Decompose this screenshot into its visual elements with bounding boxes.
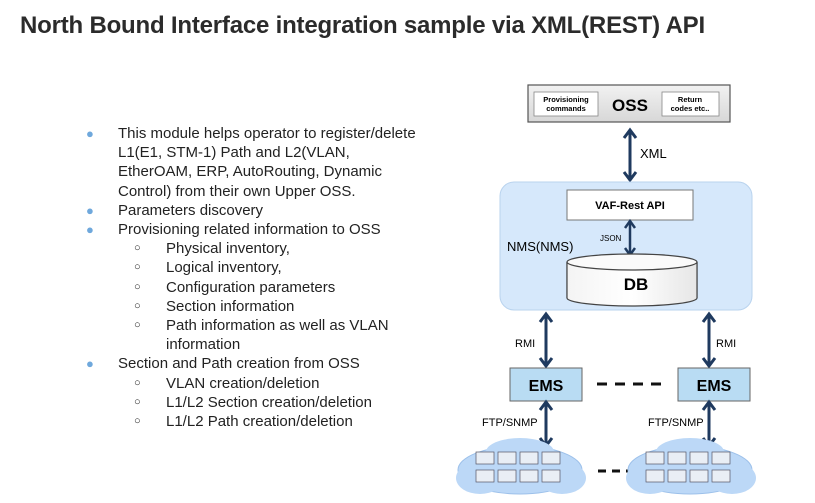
network-node-icon: [645, 451, 665, 465]
sub-bullet-item: ○ L1/L2 Path creation/deletion: [86, 412, 416, 431]
network-node-icon: [689, 451, 709, 465]
nms-label: NMS(NMS): [507, 239, 573, 254]
xml-arrow: [622, 127, 638, 183]
bullet-dot-icon: ●: [86, 356, 94, 372]
ems-box-left: [509, 367, 583, 402]
sub-bullet-ring-icon: ○: [134, 415, 141, 428]
sub-bullet-ring-icon: ○: [134, 299, 141, 312]
ftp-arrow-left: [538, 399, 554, 449]
network-node-icon: [711, 469, 731, 483]
sub-bullet-ring-icon: ○: [134, 319, 141, 332]
network-node-icon: [541, 469, 561, 483]
sub-bullet-text: Configuration parameters: [166, 278, 336, 296]
sub-bullet-ring-icon: ○: [134, 261, 141, 274]
network-nodes-right: [645, 451, 731, 483]
sub-bullet-item: ○ Configuration parameters: [86, 278, 416, 297]
rmi-arrow-left: [538, 311, 554, 369]
sub-bullet-text: Physical inventory,: [166, 240, 290, 258]
network-node-icon: [541, 451, 561, 465]
vaf-rest-api-label: VAF-Rest API: [595, 200, 665, 212]
sub-bullet-text: L1/L2 Section creation/deletion: [166, 393, 372, 411]
network-cloud-left: [456, 438, 586, 495]
network-node-icon: [711, 451, 731, 465]
db-cylinder: [566, 253, 698, 307]
bullet-dot-icon: ●: [86, 126, 94, 141]
ems-right-label: EMS: [697, 378, 732, 395]
bullet-item: ● Parameters discovery: [86, 201, 416, 220]
network-node-icon: [519, 469, 539, 483]
oss-label: OSS: [612, 96, 648, 115]
network-node-icon: [667, 469, 687, 483]
bullet-text: Section and Path creation from OSS: [118, 355, 360, 373]
bullet-text: Parameters discovery: [118, 201, 264, 219]
sub-bullet-item: ○ VLAN creation/deletion: [86, 374, 416, 393]
sub-bullet-ring-icon: ○: [134, 395, 141, 408]
sub-bullet-text: VLAN creation/deletion: [166, 374, 320, 392]
network-node-icon: [475, 469, 495, 483]
sub-bullet-item: ○ Logical inventory,: [86, 258, 416, 277]
db-label: DB: [624, 275, 649, 294]
bullet-list: ● This module helps operator to register/…: [86, 124, 416, 431]
ftp-left-label: FTP/SNMP: [482, 417, 538, 429]
sub-bullet-ring-icon: ○: [134, 376, 141, 389]
network-node-icon: [475, 451, 495, 465]
ftp-right-label: FTP/SNMP: [648, 417, 704, 429]
bullet-item: ● Provisioning related information to OSS: [86, 220, 416, 239]
sub-bullet-text: L1/L2 Path creation/deletion: [166, 413, 353, 431]
network-node-icon: [645, 469, 665, 483]
vaf-rest-api-box: [566, 189, 694, 221]
network-node-icon: [519, 451, 539, 465]
sub-bullet-item: ○ L1/L2 Section creation/deletion: [86, 393, 416, 412]
network-node-icon: [497, 451, 517, 465]
bullet-dot-icon: ●: [86, 222, 94, 238]
bullet-item: ● Section and Path creation from OSS: [86, 354, 416, 373]
network-nodes-left: [475, 451, 561, 483]
ems-box-right: [677, 367, 751, 402]
network-node-icon: [497, 469, 517, 483]
sub-bullet-ring-icon: ○: [134, 242, 141, 255]
sub-bullet-text: Logical inventory,: [166, 259, 282, 277]
sub-bullet-item: ○ Physical inventory,: [86, 239, 416, 258]
network-node-icon: [689, 469, 709, 483]
sub-bullet-ring-icon: ○: [134, 280, 141, 293]
sub-bullet-item: ○ Path information as well as VLAN inform…: [86, 316, 416, 354]
network-node-icon: [667, 451, 687, 465]
rmi-right-label: RMI: [716, 338, 736, 350]
page-title: North Bound Interface integration sample…: [20, 12, 705, 39]
xml-label: XML: [640, 146, 667, 161]
bullet-text: Provisioning related information to OSS: [118, 221, 381, 239]
rmi-arrow-right: [701, 311, 717, 369]
json-label: JSON: [600, 234, 622, 243]
bullet-text: This module helps operator to register/d…: [118, 125, 416, 200]
bullet-item: ● This module helps operator to register/…: [86, 124, 416, 201]
bullet-dot-icon: ●: [86, 202, 94, 218]
rmi-left-label: RMI: [515, 338, 535, 350]
sub-bullet-item: ○ Section information: [86, 297, 416, 316]
ems-left-label: EMS: [529, 378, 564, 395]
sub-bullet-text: Section information: [166, 297, 295, 315]
network-cloud-right: [626, 438, 756, 495]
sub-bullet-text: Path information as well as VLAN informa…: [166, 317, 389, 354]
